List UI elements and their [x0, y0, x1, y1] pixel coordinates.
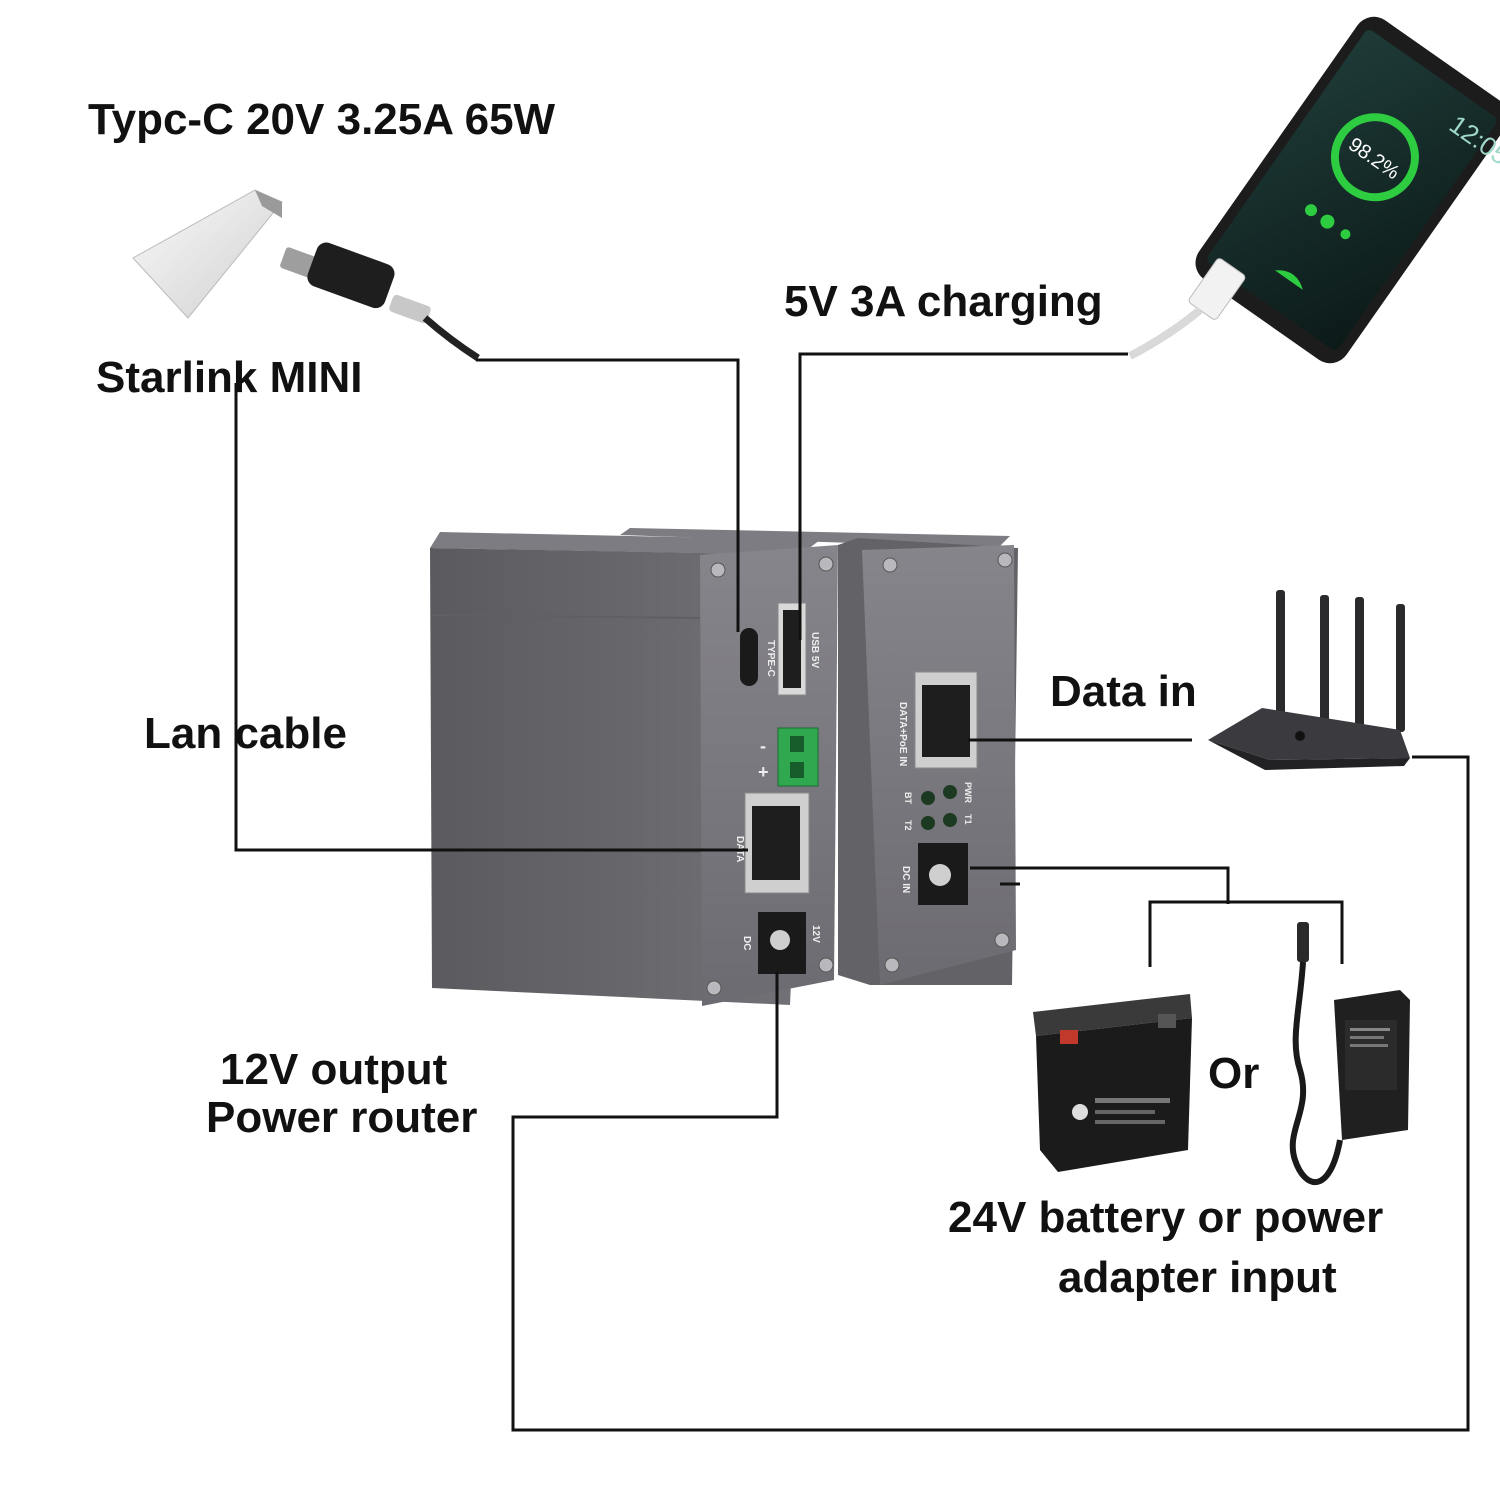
dc-port-label: DC	[741, 936, 752, 950]
line-12v-output-to-router	[511, 755, 1470, 1432]
charging-label: 5V 3A charging	[784, 277, 1103, 326]
terminal-plus-label: +	[758, 762, 769, 782]
input-label-line2: adapter input	[1058, 1253, 1337, 1302]
lan-cable-label: Lan cable	[144, 709, 347, 758]
v12-port-label: 12V	[810, 925, 821, 943]
output-label-line1: 12V output	[220, 1045, 448, 1094]
starlink-label: Starlink MINI	[96, 353, 363, 402]
output-module: TYPE-C USB 5V - + DATA DC 12V	[430, 532, 838, 1006]
led-t1	[943, 813, 957, 827]
lead-acid-battery	[1033, 994, 1192, 1172]
typec-port-label: TYPE-C	[765, 640, 776, 677]
typec-port	[740, 628, 758, 686]
poe-input-module: DATA+PoE IN BT PWR T2 T1 DC IN	[620, 528, 1018, 985]
line-starlink-to-typec	[476, 358, 740, 632]
data-in-label: Data in	[1050, 667, 1197, 716]
usb-port-label: USB 5V	[809, 632, 820, 668]
ac-power-adapter	[1289, 922, 1410, 1186]
usb-charging-cable	[1128, 258, 1246, 360]
line-usb-to-phone	[798, 352, 1128, 640]
input-label-line1: 24V battery or power	[948, 1193, 1384, 1242]
t1-label: T1	[963, 814, 973, 825]
terminal-minus-label: -	[760, 736, 766, 756]
typec-spec-label: Typc-C 20V 3.25A 65W	[88, 95, 556, 144]
pwr-label: PWR	[963, 782, 973, 803]
line-input-split	[1148, 900, 1344, 967]
dc-plug-connector	[280, 242, 480, 361]
led-pwr	[943, 785, 957, 799]
or-label: Or	[1208, 1049, 1260, 1098]
starlink-mini-dish	[132, 189, 283, 319]
dc-in-label: DC IN	[900, 866, 911, 893]
poe-in-port-label: DATA+PoE IN	[897, 702, 908, 766]
wifi-router	[1208, 590, 1410, 770]
line-lan-cable	[234, 383, 748, 852]
line-dc-in-to-input	[970, 866, 1230, 904]
output-label-line2: Power router	[206, 1093, 478, 1142]
smartphone: 12:05 98.2%	[1195, 16, 1500, 364]
connector-lines	[234, 352, 1470, 1432]
bt-label: BT	[903, 792, 913, 804]
led-bt	[921, 791, 935, 805]
led-t2	[921, 816, 935, 830]
t2-label: T2	[903, 820, 913, 831]
